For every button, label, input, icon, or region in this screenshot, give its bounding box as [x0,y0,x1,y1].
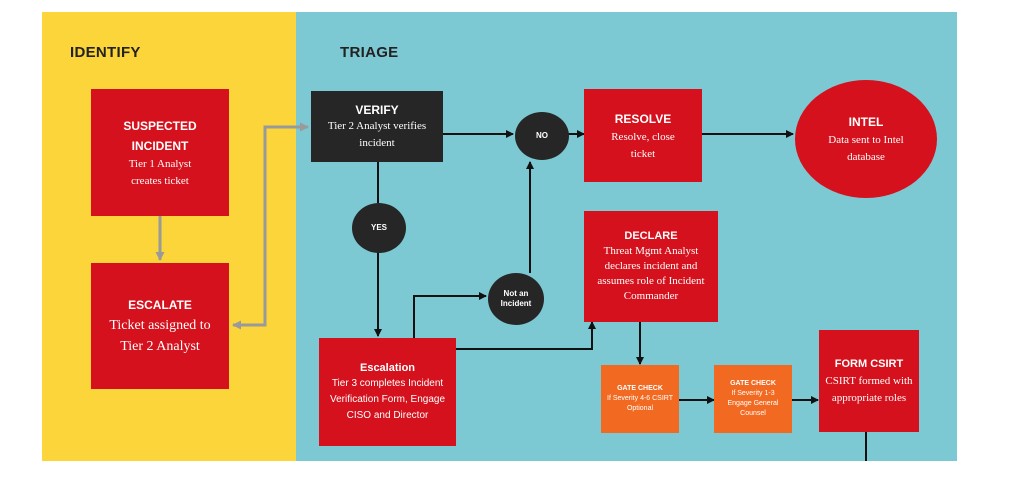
yes-circle: YES [352,203,406,253]
gate-check-1-title: GATE CHECK [617,385,663,392]
no-circle: NO [515,112,569,160]
intel-circle: INTEL Data sent to Intel database [795,80,937,198]
suspected-incident-box: SUSPECTED INCIDENT Tier 1 Analyst create… [91,89,229,216]
escalation-box: Escalation Tier 3 completes Incident Ver… [319,338,456,446]
identify-title: IDENTIFY [70,44,141,61]
intel-title: INTEL [848,115,884,129]
resolve-desc: Resolve, close ticket [611,130,675,160]
suspected-incident-desc: Tier 1 Analyst creates ticket [128,157,192,187]
resolve-title: RESOLVE [614,111,672,126]
arrow-escalation-to-not-incident [413,292,487,338]
not-incident-circle: Not an Incident [488,273,544,325]
gate-check-2-title: GATE CHECK [730,380,776,387]
escalation-desc: Tier 3 completes Incident Verification F… [329,378,446,421]
verify-desc: Tier 2 Analyst verifies incident [327,119,427,149]
arrow-escalation-to-declare [456,321,596,350]
triage-title: TRIAGE [340,44,399,61]
escalation-title: Escalation [359,362,416,374]
form-csirt-box: FORM CSIRT CSIRT formed with appropriate… [819,330,919,432]
verify-box: VERIFY Tier 2 Analyst verifies incident [311,91,443,162]
gate-check-1-box: GATE CHECK If Severity 4-6 CSIRT Optiona… [601,365,679,433]
form-csirt-title: FORM CSIRT [834,358,904,370]
gate-check-1-desc: If Severity 4-6 CSIRT Optional [607,395,674,412]
gate-check-2-box: GATE CHECK If Severity 1-3 Engage Genera… [714,365,792,433]
form-csirt-desc: CSIRT formed with appropriate roles [825,375,913,404]
escalate-title: ESCALATE [128,298,192,312]
verify-title: VERIFY [355,102,399,117]
declare-desc: Threat Mgmt Analyst declares incident an… [597,245,705,302]
resolve-box: RESOLVE Resolve, close ticket [584,89,702,182]
intel-desc: Data sent to Intel database [828,134,904,163]
suspected-incident-title: SUSPECTED INCIDENT [123,118,197,153]
declare-box: DECLARE Threat Mgmt Analyst declares inc… [584,211,718,322]
escalate-desc: Ticket assigned to Tier 2 Analyst [109,318,211,354]
escalate-box: ESCALATE Ticket assigned to Tier 2 Analy… [91,263,229,389]
gate-check-2-desc: If Severity 1-3 Engage General Counsel [727,390,779,417]
declare-title: DECLARE [624,230,678,242]
arrow-escalate-verify [232,122,309,330]
